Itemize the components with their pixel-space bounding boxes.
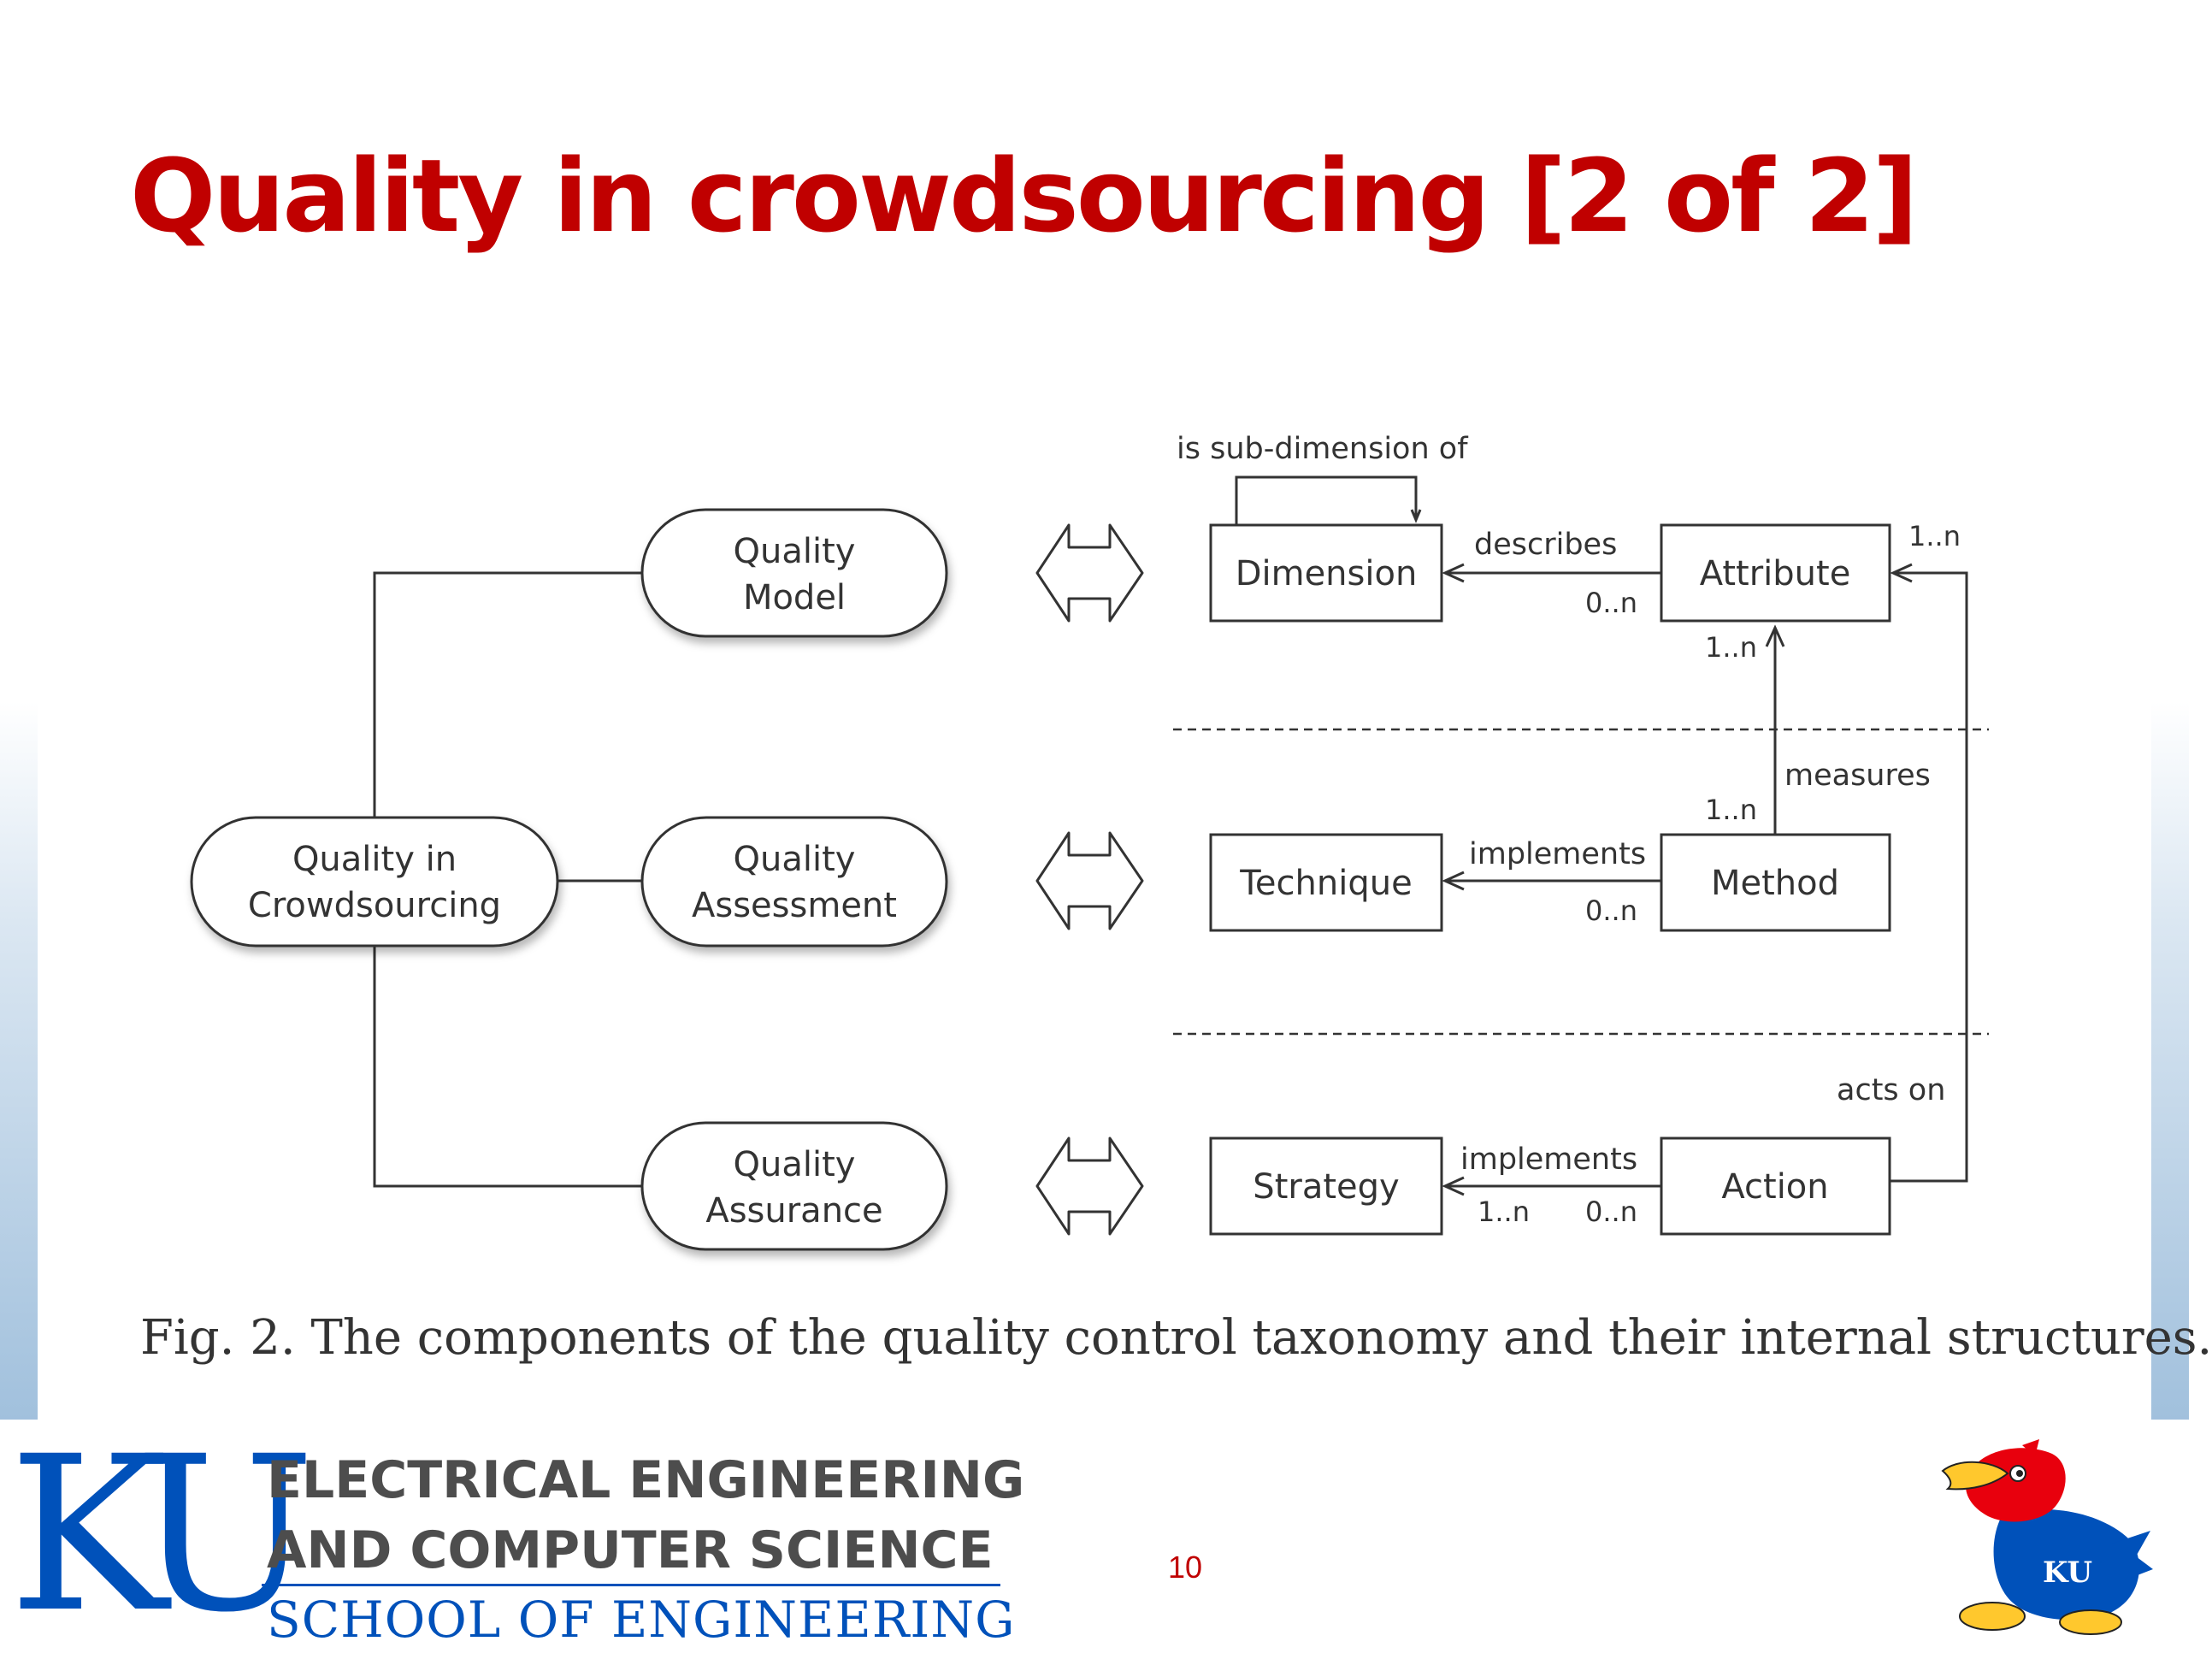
double-arrow-icon (1035, 523, 1144, 623)
quality-assurance-node (640, 1121, 948, 1251)
mascot-badge-text: KU (2043, 1556, 2092, 1590)
multiplicity-label: 1..n (1705, 631, 1757, 664)
method-label: Method (1711, 864, 1839, 903)
right-gradient-bar (2151, 701, 2189, 1437)
figure-caption: Fig. 2. The components of the quality co… (140, 1310, 2212, 1366)
root-line-1: Quality in (292, 840, 457, 879)
footer-rule (262, 1584, 1000, 1586)
page-number: 10 (1168, 1550, 1203, 1585)
ku-logo: KU (9, 1410, 316, 1659)
quality-assessment-node (640, 816, 948, 948)
measures-label: measures (1784, 759, 1931, 793)
assurance-line-1: Quality (734, 1145, 856, 1184)
acts-on-label: acts on (1837, 1073, 1945, 1107)
dimension-box (1209, 523, 1443, 623)
arrowhead-icon (1442, 1176, 1465, 1196)
double-arrow-icon (1035, 831, 1144, 930)
quality-model-node (640, 508, 948, 638)
assessment-line-1: Quality (734, 840, 856, 879)
method-box (1660, 833, 1891, 932)
jayhawk-mascot-icon: KU (1941, 1439, 2153, 1635)
self-relation-line (1235, 475, 1418, 525)
connector-model (373, 571, 642, 818)
arrowhead-icon (1442, 871, 1465, 891)
action-label: Action (1721, 1167, 1828, 1207)
connector-assurance (373, 946, 642, 1188)
arrowhead-icon (1410, 509, 1422, 523)
arrowhead-icon (1442, 563, 1465, 583)
multiplicity-label: 0..n (1585, 1196, 1637, 1228)
acts-on-line (1890, 571, 1968, 1183)
left-gradient-bar (0, 701, 38, 1437)
root-node (190, 816, 559, 948)
multiplicity-label: 1..n (1908, 520, 1961, 552)
attribute-box (1660, 523, 1891, 623)
multiplicity-label: 1..n (1705, 794, 1757, 826)
implements-strategy-label: implements (1460, 1142, 1637, 1177)
attribute-label: Attribute (1700, 554, 1851, 593)
footer (0, 1420, 2189, 1642)
technique-label: Technique (1239, 864, 1412, 903)
model-line-2: Model (743, 578, 846, 617)
describes-label: describes (1474, 528, 1617, 562)
multiplicity-label: 0..n (1585, 587, 1637, 619)
assurance-line-2: Assurance (705, 1191, 882, 1231)
dimension-label: Dimension (1236, 554, 1418, 593)
school-name: SCHOOL OF ENGINEERING (267, 1591, 1016, 1649)
technique-box (1209, 833, 1443, 932)
slide-title: Quality in crowdsourcing [2 of 2] (130, 137, 1919, 255)
model-line-1: Quality (734, 532, 856, 571)
root-line-2: Crowdsourcing (248, 886, 501, 925)
action-box (1660, 1137, 1891, 1236)
double-arrow-icon (1035, 1137, 1144, 1236)
quality-taxonomy-diagram: Quality in Crowdsourcing Quality Model Q… (190, 432, 1989, 1251)
department-line-1: ELECTRICAL ENGINEERING (267, 1450, 1025, 1510)
sub-dimension-label: is sub-dimension of (1177, 432, 1468, 466)
strategy-label: Strategy (1253, 1167, 1399, 1207)
arrowhead-icon (1765, 624, 1785, 647)
multiplicity-label: 1..n (1478, 1196, 1530, 1228)
department-line-2: AND COMPUTER SCIENCE (267, 1520, 994, 1580)
assessment-line-2: Assessment (692, 886, 897, 925)
multiplicity-label: 0..n (1585, 894, 1637, 927)
implements-technique-label: implements (1469, 837, 1646, 871)
strategy-box (1209, 1137, 1443, 1236)
arrowhead-icon (1890, 563, 1913, 583)
